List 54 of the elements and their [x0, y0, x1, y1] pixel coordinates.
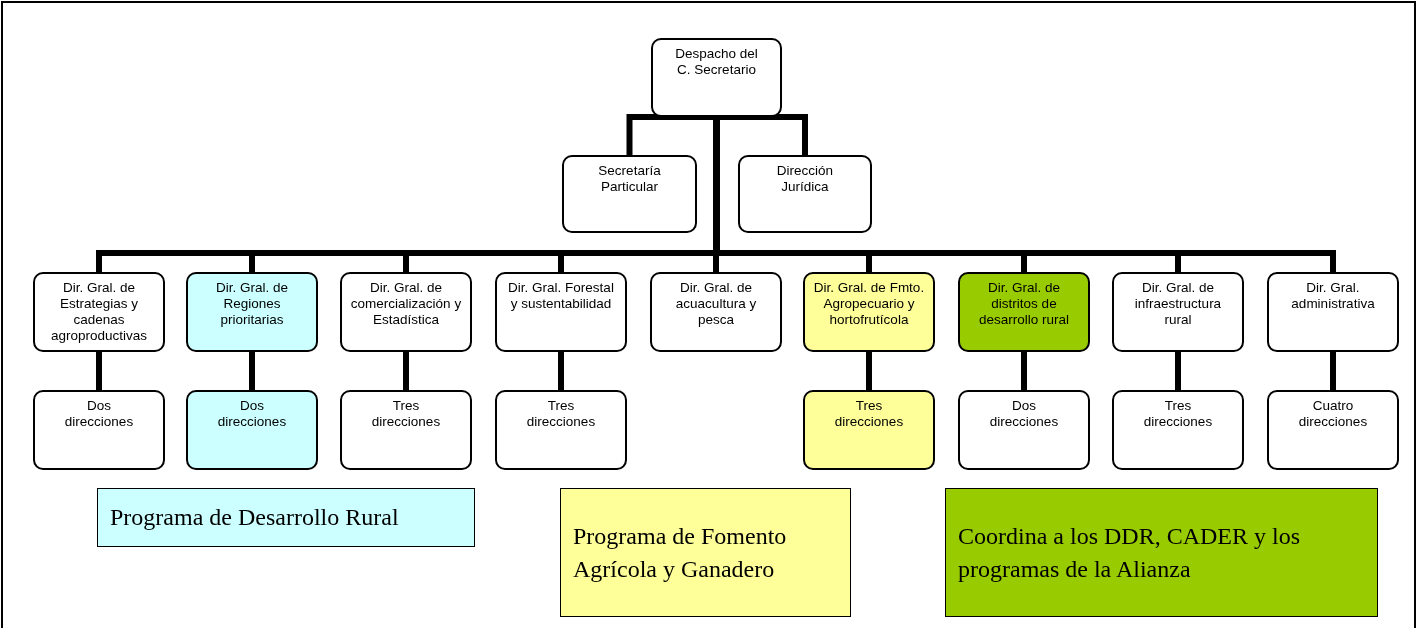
org-box [33, 390, 165, 470]
note-box [560, 488, 851, 617]
note-text: Coordina a los DDR, CADER y los programas de la Alianza [958, 522, 1301, 584]
connector-line [1021, 349, 1027, 390]
org-box [1112, 390, 1244, 470]
note-box [945, 488, 1378, 617]
unit-name: Dir. Gral. administrativa [1290, 280, 1376, 312]
org-box [651, 38, 782, 117]
note-text: Programa de Fomento Agrícola y Ganadero [573, 522, 788, 584]
note-box [97, 488, 475, 547]
unit-name: Dir. Gral. de Estrategias y cadenas agroproductivas [49, 280, 149, 344]
unit-name: Tres direcciones [1142, 398, 1214, 430]
org-box [186, 390, 318, 470]
connector-line [1175, 349, 1181, 390]
unit-name: Dir. Gral. de distritos de desarrollo rural [977, 280, 1070, 328]
org-box [803, 390, 935, 470]
unit-name: Dos direcciones [63, 398, 135, 430]
unit-name: Secretaría Particular [597, 163, 662, 195]
org-box [340, 390, 472, 470]
unit-name: Tres direcciones [833, 398, 905, 430]
org-box [738, 155, 872, 233]
unit-name: Dirección Jurídica [775, 163, 835, 195]
org-box [958, 272, 1090, 352]
connector-line [558, 349, 564, 390]
org-box [1267, 390, 1399, 470]
connector-line [96, 349, 102, 390]
org-box [186, 272, 318, 352]
unit-name: Dir. Gral. de Fmto. Agropecuario y hortofrutícola [813, 280, 925, 328]
unit-name: Dir. Gral. de acuacultura y pesca [674, 280, 758, 328]
org-box [340, 272, 472, 352]
org-box [803, 272, 935, 352]
unit-name: Cuatro direcciones [1297, 398, 1369, 430]
unit-name: Dos direcciones [216, 398, 288, 430]
unit-name: Dir. Gral. de Regiones prioritarias [215, 280, 289, 328]
unit-name: Tres direcciones [525, 398, 597, 430]
unit-name: Dir. Gral. de infraestructura rural [1133, 280, 1223, 328]
org-box [562, 155, 697, 233]
connector-line [866, 349, 872, 390]
connector-line [403, 349, 409, 390]
org-box [33, 272, 165, 352]
org-box [1267, 272, 1399, 352]
note-text: Programa de Desarrollo Rural [110, 503, 399, 533]
unit-name: Dir. Gral. Forestal y sustentabilidad [507, 280, 615, 312]
org-box [650, 272, 782, 352]
connector-line [249, 349, 255, 390]
org-box [495, 272, 627, 352]
connector-line [1330, 349, 1336, 390]
org-box [495, 390, 627, 470]
unit-name: Despacho del C. Secretario [674, 46, 759, 78]
unit-name: Tres direcciones [370, 398, 442, 430]
unit-name: Dir. Gral. de comercialización y Estadística [350, 280, 462, 328]
org-box [958, 390, 1090, 470]
org-box [1112, 272, 1244, 352]
unit-name: Dos direcciones [988, 398, 1060, 430]
